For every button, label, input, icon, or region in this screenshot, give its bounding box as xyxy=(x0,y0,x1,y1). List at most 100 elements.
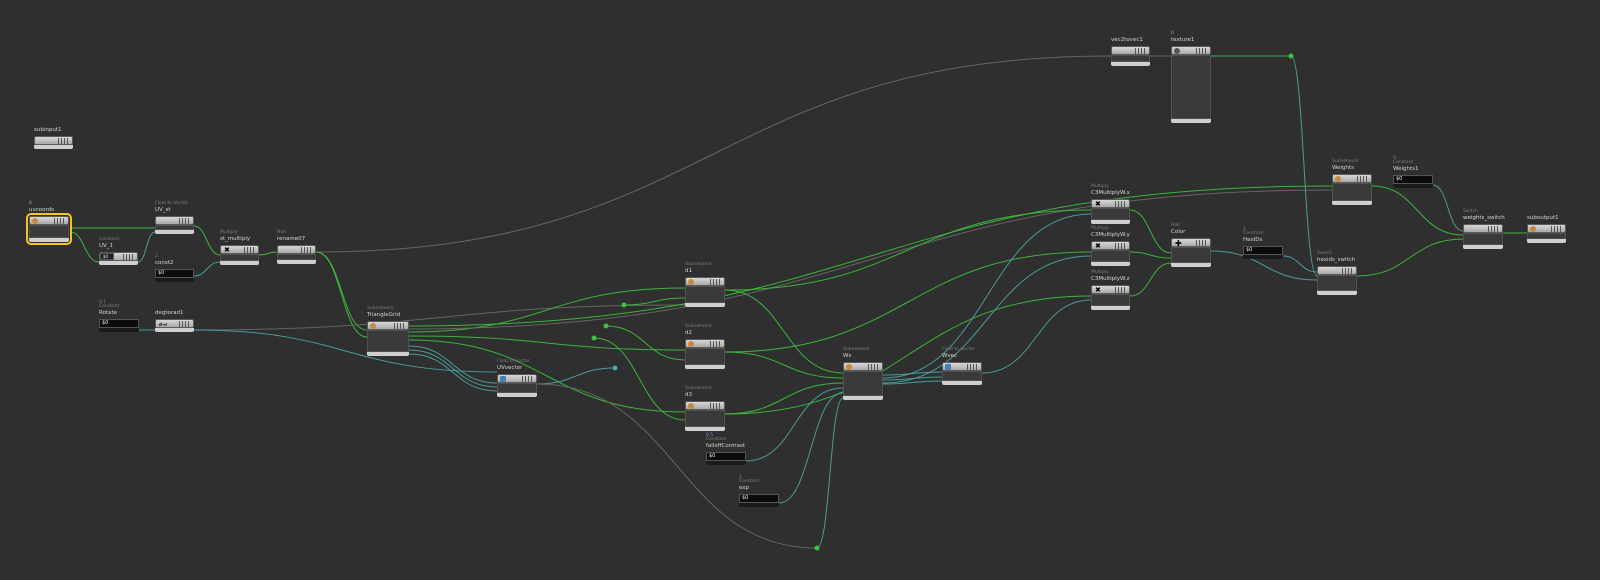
node-name: UV_st xyxy=(155,207,171,213)
node-header[interactable] xyxy=(843,362,883,371)
node-name: d1 xyxy=(685,268,692,274)
subnet-icon xyxy=(370,323,376,329)
node-header[interactable]: ✚ xyxy=(1171,238,1211,248)
wire xyxy=(1282,255,1318,273)
constant-value[interactable]: $0 xyxy=(739,494,779,503)
node-footer xyxy=(1171,119,1211,123)
subnet-icon xyxy=(688,279,694,285)
node-header[interactable] xyxy=(277,245,316,254)
wire xyxy=(69,231,100,263)
flags-icon xyxy=(1196,48,1208,54)
node-header[interactable] xyxy=(1332,174,1372,183)
node-name: texture1 xyxy=(1171,37,1195,43)
node-footer xyxy=(34,145,73,149)
node-header[interactable] xyxy=(155,216,194,225)
flags-icon xyxy=(522,376,534,382)
node-footer xyxy=(685,365,725,369)
node-type: Subnetwork xyxy=(1332,159,1359,164)
node-body xyxy=(277,254,316,260)
node-name: vec2tovec1 xyxy=(1111,37,1143,43)
wire xyxy=(724,351,844,379)
node-header[interactable] xyxy=(942,362,982,371)
subnet-icon xyxy=(688,341,694,347)
node-header[interactable] xyxy=(1527,224,1566,233)
node-header[interactable] xyxy=(685,339,725,348)
flags-icon xyxy=(710,279,722,285)
output-icon xyxy=(1530,226,1536,232)
wire xyxy=(882,255,1092,384)
wire-junction-dot xyxy=(612,365,618,371)
wire xyxy=(193,225,221,256)
node-type: Float to Vector xyxy=(497,359,530,364)
multiply-icon: ✖ xyxy=(1095,286,1101,294)
node-header[interactable]: ✖ xyxy=(1091,199,1130,208)
wire xyxy=(724,209,1092,291)
node-body xyxy=(1091,250,1130,262)
degtorad-icon: d→r xyxy=(159,322,168,327)
node-name: C3MultiplyW.x xyxy=(1091,190,1130,196)
node-name: falloffContrast xyxy=(706,443,746,449)
node-footer xyxy=(155,328,194,332)
node-header[interactable] xyxy=(685,401,725,410)
node-header[interactable] xyxy=(367,321,409,330)
wire xyxy=(1129,251,1172,259)
node-header[interactable]: d→r xyxy=(155,319,194,328)
multiply-icon: ✖ xyxy=(224,246,230,254)
constant-value[interactable]: $0 xyxy=(706,452,746,461)
wire xyxy=(882,380,943,385)
node-body xyxy=(1527,233,1566,239)
node-header[interactable] xyxy=(29,216,69,225)
subnet-icon xyxy=(846,364,852,370)
node-header[interactable] xyxy=(1111,46,1150,55)
node-footer xyxy=(155,230,194,234)
multiply-icon: ✖ xyxy=(1095,242,1101,250)
wire xyxy=(193,329,498,373)
wire xyxy=(724,251,1092,353)
constant-value[interactable]: $0 xyxy=(99,319,139,328)
node-body xyxy=(1091,294,1130,306)
node-footer xyxy=(685,427,725,431)
node-header[interactable] xyxy=(34,136,73,145)
node-header[interactable]: ✖ xyxy=(1091,241,1130,250)
constant-value[interactable]: $0 xyxy=(1393,175,1433,184)
node-header[interactable] xyxy=(685,277,725,286)
node-footer xyxy=(497,393,537,397)
node-header[interactable]: ✖ xyxy=(1091,285,1130,294)
node-header[interactable] xyxy=(1463,224,1503,233)
node-footer xyxy=(155,278,194,282)
node-header[interactable] xyxy=(1171,46,1211,55)
node-footer xyxy=(942,381,982,385)
node-type: Multiply xyxy=(1091,226,1109,231)
wire xyxy=(137,231,156,263)
node-type: Multiply xyxy=(220,230,238,235)
flags-icon xyxy=(1357,176,1369,182)
node-header[interactable] xyxy=(497,374,537,383)
wire xyxy=(315,55,1112,253)
node-footer xyxy=(99,328,139,332)
constant-value[interactable]: $0 xyxy=(100,253,114,260)
node-body xyxy=(843,371,883,396)
node-type: Multiply xyxy=(1091,270,1109,275)
flags-icon xyxy=(179,321,191,327)
node-type: Float to Vector xyxy=(155,201,188,206)
node-footer xyxy=(1463,245,1503,249)
constant-value[interactable]: $0 xyxy=(155,269,194,278)
flags-icon xyxy=(1115,201,1127,207)
flags-icon xyxy=(301,247,313,253)
node-footer xyxy=(1111,62,1150,66)
wire xyxy=(778,392,844,504)
node-type: Constant xyxy=(706,437,727,442)
node-flag: 0.1 xyxy=(99,300,107,305)
vop-icon xyxy=(32,218,38,224)
node-header[interactable] xyxy=(99,252,138,261)
flags-icon xyxy=(967,364,979,370)
node-header[interactable]: ✖ xyxy=(220,245,259,254)
vector-icon xyxy=(500,376,506,382)
node-name: d2 xyxy=(685,330,692,336)
texture-icon xyxy=(1174,48,1180,54)
flags-icon xyxy=(1551,226,1563,232)
node-header[interactable] xyxy=(1317,266,1357,275)
node-body xyxy=(942,371,982,381)
constant-value[interactable]: $0 xyxy=(1243,246,1283,255)
